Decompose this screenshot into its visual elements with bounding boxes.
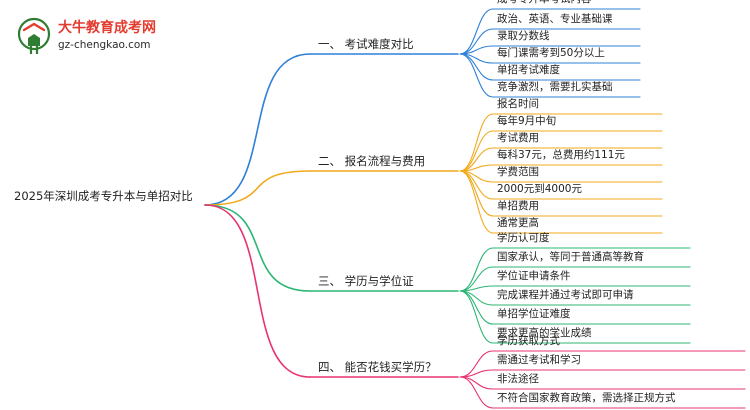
logo-mark-icon xyxy=(17,17,51,54)
leaf-node: 考试费用 xyxy=(497,132,539,144)
leaf-node: 录取分数线 xyxy=(497,30,550,42)
leaf-node: 完成课程并通过考试即可申请 xyxy=(497,289,634,301)
leaf-node: 每年9月中旬 xyxy=(497,115,557,127)
leaf-node: 通常更高 xyxy=(497,217,539,229)
leaf-node: 政治、英语、专业基础课 xyxy=(497,13,613,25)
site-logo[interactable]: 大牛教育成考网 gz-chengkao.com xyxy=(16,14,166,58)
leaf-node: 成考专升本考试内容 xyxy=(497,0,592,6)
leaf-node: 要求更高的学业成绩 xyxy=(497,327,592,339)
branch-connector xyxy=(204,204,311,292)
branch-node: 一、 考试难度对比 xyxy=(318,37,414,51)
leaf-connector xyxy=(459,170,663,234)
leaf-connector xyxy=(459,8,641,55)
leaf-connector xyxy=(459,113,663,172)
leaf-node: 单招费用 xyxy=(497,200,539,212)
leaf-node: 每门课需考到50分以上 xyxy=(497,47,605,59)
leaf-connector xyxy=(459,170,663,183)
leaf-node: 学历认可度 xyxy=(497,232,550,244)
leaf-node: 不符合国家教育政策，需选择正规方式 xyxy=(497,392,676,404)
leaf-connector xyxy=(459,147,663,172)
leaf-node: 需通过考试和学习 xyxy=(497,354,581,366)
leaf-connector xyxy=(459,369,746,378)
leaf-connector xyxy=(459,266,691,292)
leaf-node: 学历获取方式 xyxy=(497,335,560,347)
leaf-node: 国家承认，等同于普通高等教育 xyxy=(497,251,644,263)
leaf-connector xyxy=(459,53,641,98)
leaf-node: 单招学位证难度 xyxy=(497,308,571,320)
leaf-node: 每科37元，总费用约111元 xyxy=(497,149,625,161)
leaf-connector xyxy=(459,28,641,55)
branch-connector xyxy=(204,170,311,206)
logo-site-url: gz-chengkao.com xyxy=(58,39,151,51)
leaf-connector xyxy=(459,376,746,409)
branch-node: 二、 报名流程与费用 xyxy=(318,154,426,168)
branch-connector xyxy=(204,204,311,378)
branch-connector xyxy=(204,53,311,206)
leaf-node: 单招考试难度 xyxy=(497,64,560,76)
leaf-node: 竞争激烈，需要扎实基础 xyxy=(497,81,613,93)
leaf-node: 报名时间 xyxy=(497,98,539,110)
leaf-connector xyxy=(459,285,691,292)
branch-node: 三、 学历与学位证 xyxy=(318,274,414,288)
leaf-connector xyxy=(459,290,691,344)
leaf-connector xyxy=(459,45,641,55)
leaf-node: 非法途径 xyxy=(497,373,539,385)
root-node: 2025年深圳成考专升本与单招对比 xyxy=(14,189,193,203)
leaf-node: 学费范围 xyxy=(497,166,539,178)
leaf-node: 学位证申请条件 xyxy=(497,270,571,282)
branch-node: 四、 能否花钱买学历？ xyxy=(318,360,437,374)
logo-title: 大牛教育成考网 xyxy=(58,20,156,36)
leaf-node: 2000元到4000元 xyxy=(497,183,582,195)
leaf-connector xyxy=(459,164,663,172)
leaf-connector xyxy=(459,350,746,378)
leaf-connector xyxy=(459,247,691,292)
